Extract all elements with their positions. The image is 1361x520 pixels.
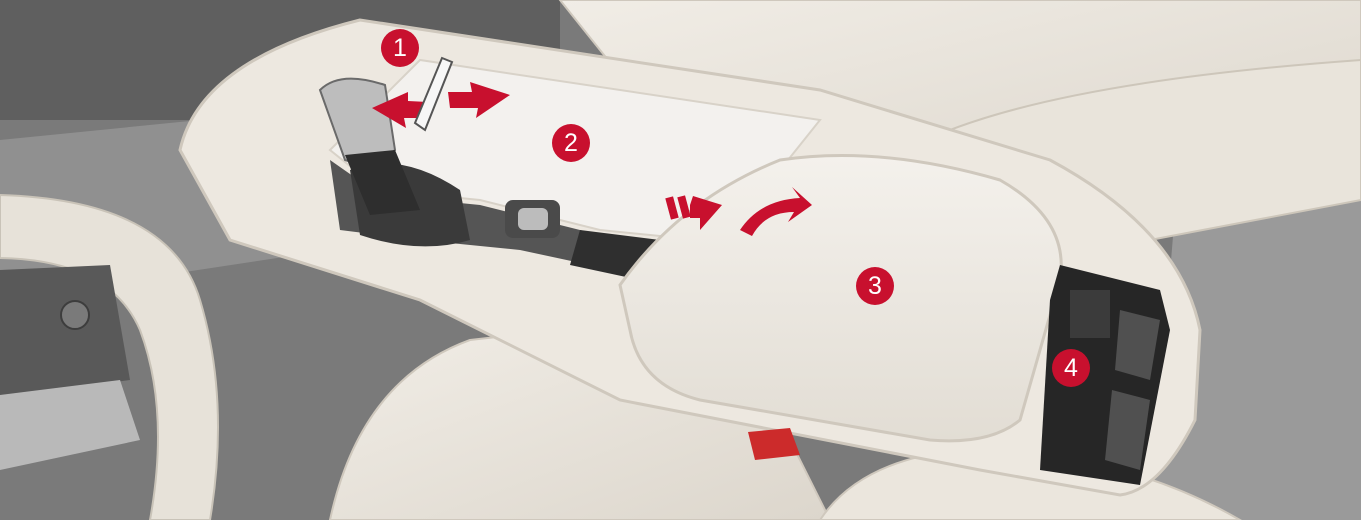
- callout-3: 3: [856, 267, 894, 305]
- callout-4: 4: [1052, 349, 1090, 387]
- callout-2: 2: [552, 124, 590, 162]
- callout-1: 1: [381, 29, 419, 67]
- start-knob: [518, 208, 548, 230]
